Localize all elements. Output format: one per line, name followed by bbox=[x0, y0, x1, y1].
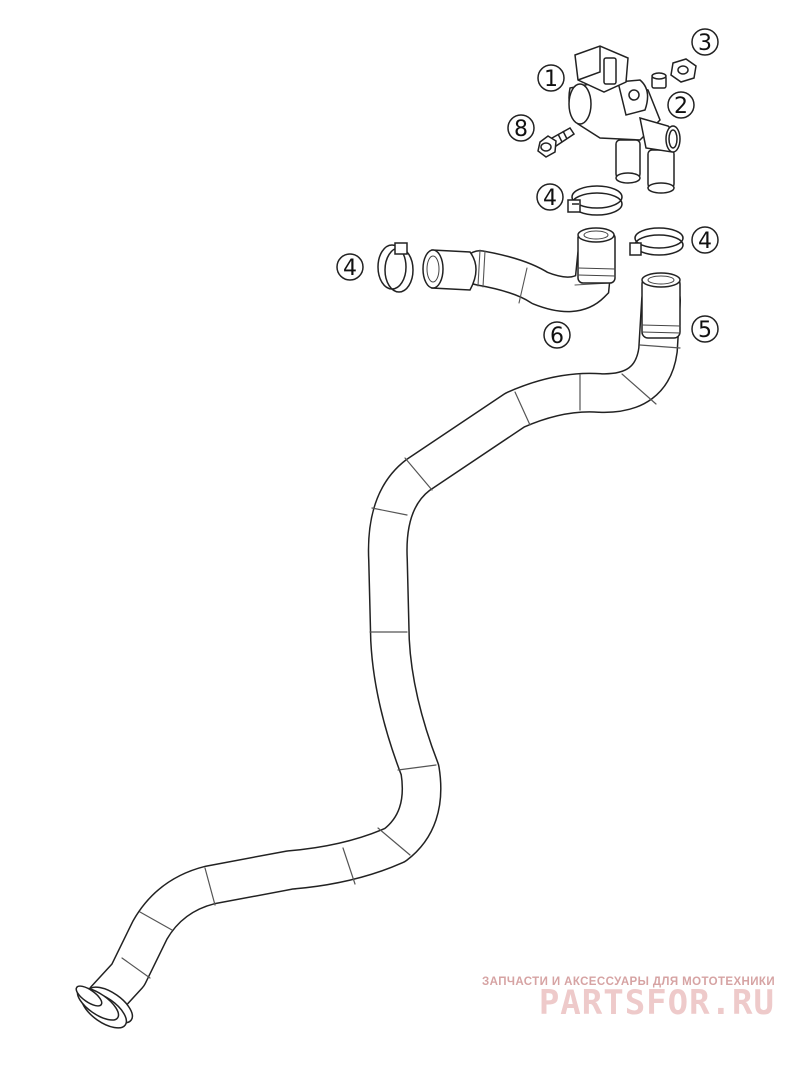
callout-part-5: 5 bbox=[691, 315, 719, 343]
callout-part-4-top: 4 bbox=[536, 183, 564, 211]
callout-part-6: 6 bbox=[543, 321, 571, 349]
callout-part-3: 3 bbox=[691, 28, 719, 56]
callout-part-1: 1 bbox=[537, 64, 565, 92]
svg-text:3: 3 bbox=[698, 31, 712, 56]
callout-part-8: 8 bbox=[507, 114, 535, 142]
spacer-part-2 bbox=[651, 72, 667, 89]
drain-end-fitting bbox=[75, 985, 134, 1029]
hose-clamp-left bbox=[377, 242, 414, 293]
svg-text:4: 4 bbox=[343, 256, 357, 281]
callout-part-2: 2 bbox=[667, 91, 695, 119]
callout-part-4-right: 4 bbox=[691, 226, 719, 254]
svg-text:6: 6 bbox=[550, 324, 564, 349]
hose-clamp-right bbox=[629, 227, 684, 256]
long-hose-part-5 bbox=[85, 272, 681, 1020]
svg-text:4: 4 bbox=[543, 186, 557, 211]
callout-part-4-left: 4 bbox=[336, 253, 364, 281]
watermark: ЗАПЧАСТИ И АКСЕССУАРЫ ДЛЯ МОТОТЕХНИКИ PA… bbox=[482, 976, 775, 1023]
valve-assembly-part-1 bbox=[568, 45, 681, 194]
watermark-logo: PARTSFOR.RU bbox=[539, 983, 775, 1023]
svg-text:4: 4 bbox=[698, 229, 712, 254]
svg-text:1: 1 bbox=[544, 67, 558, 92]
watermark-tagline: ЗАПЧАСТИ И АКСЕССУАРЫ ДЛЯ МОТОТЕХНИКИ bbox=[482, 976, 775, 988]
hose-clamp-top bbox=[567, 185, 623, 216]
nut-part-3 bbox=[670, 58, 697, 83]
short-hose-part-6 bbox=[422, 227, 616, 313]
svg-text:8: 8 bbox=[514, 117, 528, 142]
screw-part-8 bbox=[537, 127, 576, 158]
svg-text:2: 2 bbox=[674, 94, 688, 119]
svg-text:5: 5 bbox=[698, 318, 712, 343]
